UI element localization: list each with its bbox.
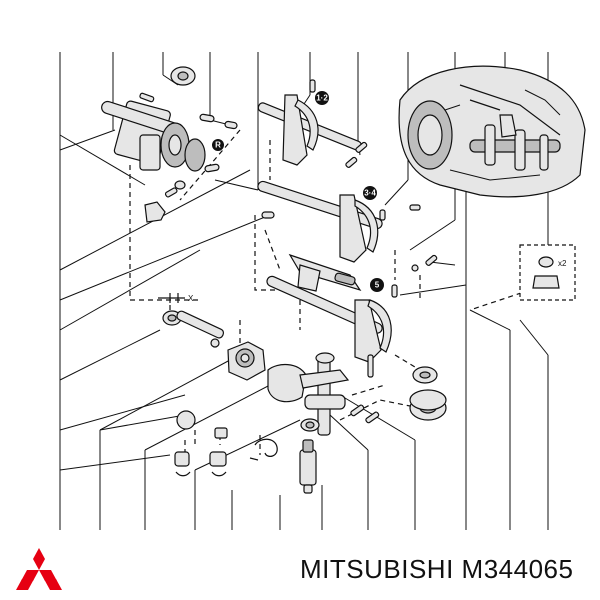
x-dimension-mark: X bbox=[158, 293, 194, 303]
shift-rail-1-2 bbox=[257, 79, 368, 168]
shift-rail-5 bbox=[266, 275, 398, 378]
svg-text:x2: x2 bbox=[558, 259, 567, 268]
inset-box-x2: x2 bbox=[519, 244, 576, 301]
shift-rail-3-4 bbox=[257, 180, 438, 272]
shift-linkage bbox=[162, 310, 225, 348]
svg-text:3·4: 3·4 bbox=[364, 189, 376, 198]
brand-footer: MITSUBISHI M344065 bbox=[0, 540, 600, 600]
callout-3-4: 3·4 bbox=[363, 186, 377, 200]
brand-name: MITSUBISHI bbox=[300, 554, 454, 584]
svg-text:1·2: 1·2 bbox=[316, 94, 328, 103]
leader-diagonals bbox=[59, 74, 549, 471]
selector-housing bbox=[227, 341, 266, 381]
part-number: M344065 bbox=[461, 554, 574, 584]
brand-and-part-number: MITSUBISHI M344065 bbox=[300, 554, 573, 585]
svg-text:R: R bbox=[215, 141, 221, 150]
three-diamond-logo-icon bbox=[16, 548, 62, 590]
svg-text:5: 5 bbox=[375, 281, 380, 290]
callout-5: 5 bbox=[370, 278, 384, 292]
selector-shaft-assembly bbox=[267, 352, 380, 436]
callout-r: R bbox=[212, 139, 224, 151]
gearbox-housing bbox=[398, 65, 586, 198]
synchro-rings bbox=[409, 366, 447, 421]
reverse-gear-assembly bbox=[101, 66, 238, 223]
svg-text:X: X bbox=[188, 294, 194, 303]
small-parts-bottom bbox=[174, 410, 317, 494]
shift-lug bbox=[288, 253, 362, 292]
callout-1-2: 1·2 bbox=[315, 91, 329, 105]
